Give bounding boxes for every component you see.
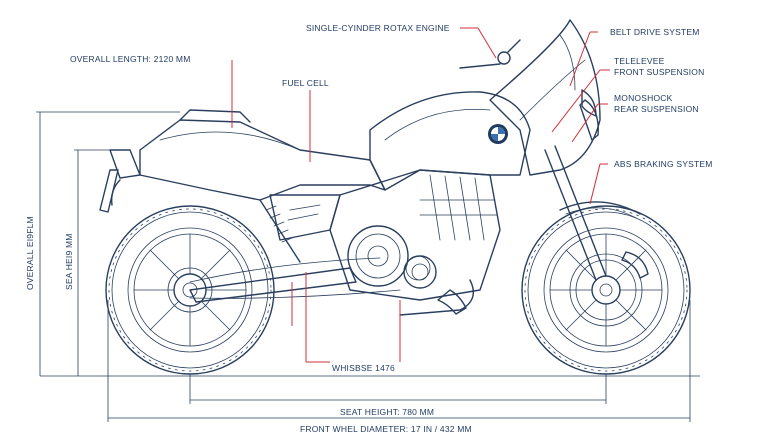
bmw-roundel-icon xyxy=(488,124,508,144)
label-front-wheel: FRONT WHEL DIAMETER: 17 IN / 432 MM xyxy=(300,424,472,432)
bodywork xyxy=(99,19,601,241)
label-rear-suspension-1: MONOSHOCK xyxy=(614,93,673,103)
label-seat-height: SEAT HEIGHT: 780 MM xyxy=(340,407,434,417)
horizontal-dimensions xyxy=(107,300,691,422)
swingarm xyxy=(167,255,431,313)
label-rear-suspension-2: REAR SUSPENSION xyxy=(614,104,699,114)
label-front-suspension-2: FRONT SUSPENSION xyxy=(614,67,704,77)
engine xyxy=(329,169,501,316)
label-front-suspension-1: TELELEVEE xyxy=(614,56,665,66)
label-belt-drive: BELT DRIVE SYSTEM xyxy=(610,27,700,37)
label-wheelbase: WHISBSE 1476 xyxy=(332,363,395,373)
labels: SINGLE-CYINDER ROTAX ENGINE BELT DRIVE S… xyxy=(25,23,713,432)
label-seat-height-vertical: SEA HEI9 MM xyxy=(64,233,74,290)
vertical-dimensions xyxy=(36,111,180,376)
label-abs: ABS BRAKING SYSTEM xyxy=(614,159,713,169)
front-wheel xyxy=(521,205,691,375)
label-fuel-cell: FUEL CELL xyxy=(282,78,329,88)
label-overall-length: OVERALL LENGTH: 2120 MM xyxy=(70,54,191,64)
label-engine: SINGLE-CYINDER ROTAX ENGINE xyxy=(306,23,450,33)
label-overall-height: OVERALL EI9FLM xyxy=(25,216,35,290)
leader-lines xyxy=(231,27,610,363)
